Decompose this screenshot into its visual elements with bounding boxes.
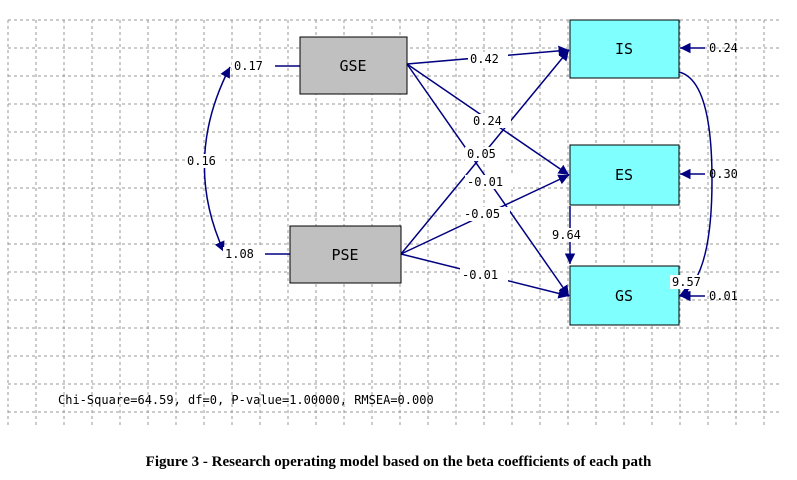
node-es[interactable]: ES: [569, 144, 680, 206]
label-es-gs: 9.64: [552, 228, 581, 242]
label-gse-gs: 0.05: [467, 147, 496, 161]
path-is-gs: [678, 71, 713, 297]
label-gse-is: 0.42: [470, 52, 499, 66]
label-gs-error: 0.01: [709, 289, 738, 303]
node-es-box: [569, 144, 680, 206]
figure-caption: Figure 3 - Research operating model base…: [145, 454, 652, 470]
label-covariance: 0.16: [187, 154, 216, 168]
label-es-error: 0.30: [709, 167, 738, 181]
node-pse-label: PSE: [331, 246, 358, 264]
node-gse-label: GSE: [339, 57, 366, 75]
node-es-label: ES: [615, 166, 633, 184]
node-gs[interactable]: GS: [569, 265, 680, 326]
node-gs-box: [569, 265, 680, 326]
label-is-error: 0.24: [709, 41, 738, 55]
node-is-label: IS: [615, 40, 633, 58]
label-pse-is: -0.01: [467, 175, 503, 189]
node-gs-label: GS: [615, 287, 633, 305]
node-is-box: [569, 19, 680, 79]
label-pse-gs: -0.01: [462, 268, 498, 282]
label-pse-es: -0.05: [464, 207, 500, 221]
node-pse-box: [289, 225, 402, 284]
node-gse[interactable]: GSE: [299, 36, 408, 95]
label-pse-variance: 1.08: [225, 247, 254, 261]
node-gse-box: [299, 36, 408, 95]
label-gse-variance: 0.17: [234, 59, 263, 73]
fit-statistics: Chi-Square=64.59, df=0, P-value=1.00000,…: [58, 393, 434, 407]
node-is[interactable]: IS: [569, 19, 680, 79]
label-is-gs: 9.57: [672, 275, 701, 289]
label-gse-es: 0.24: [473, 114, 502, 128]
node-pse[interactable]: PSE: [289, 225, 402, 284]
